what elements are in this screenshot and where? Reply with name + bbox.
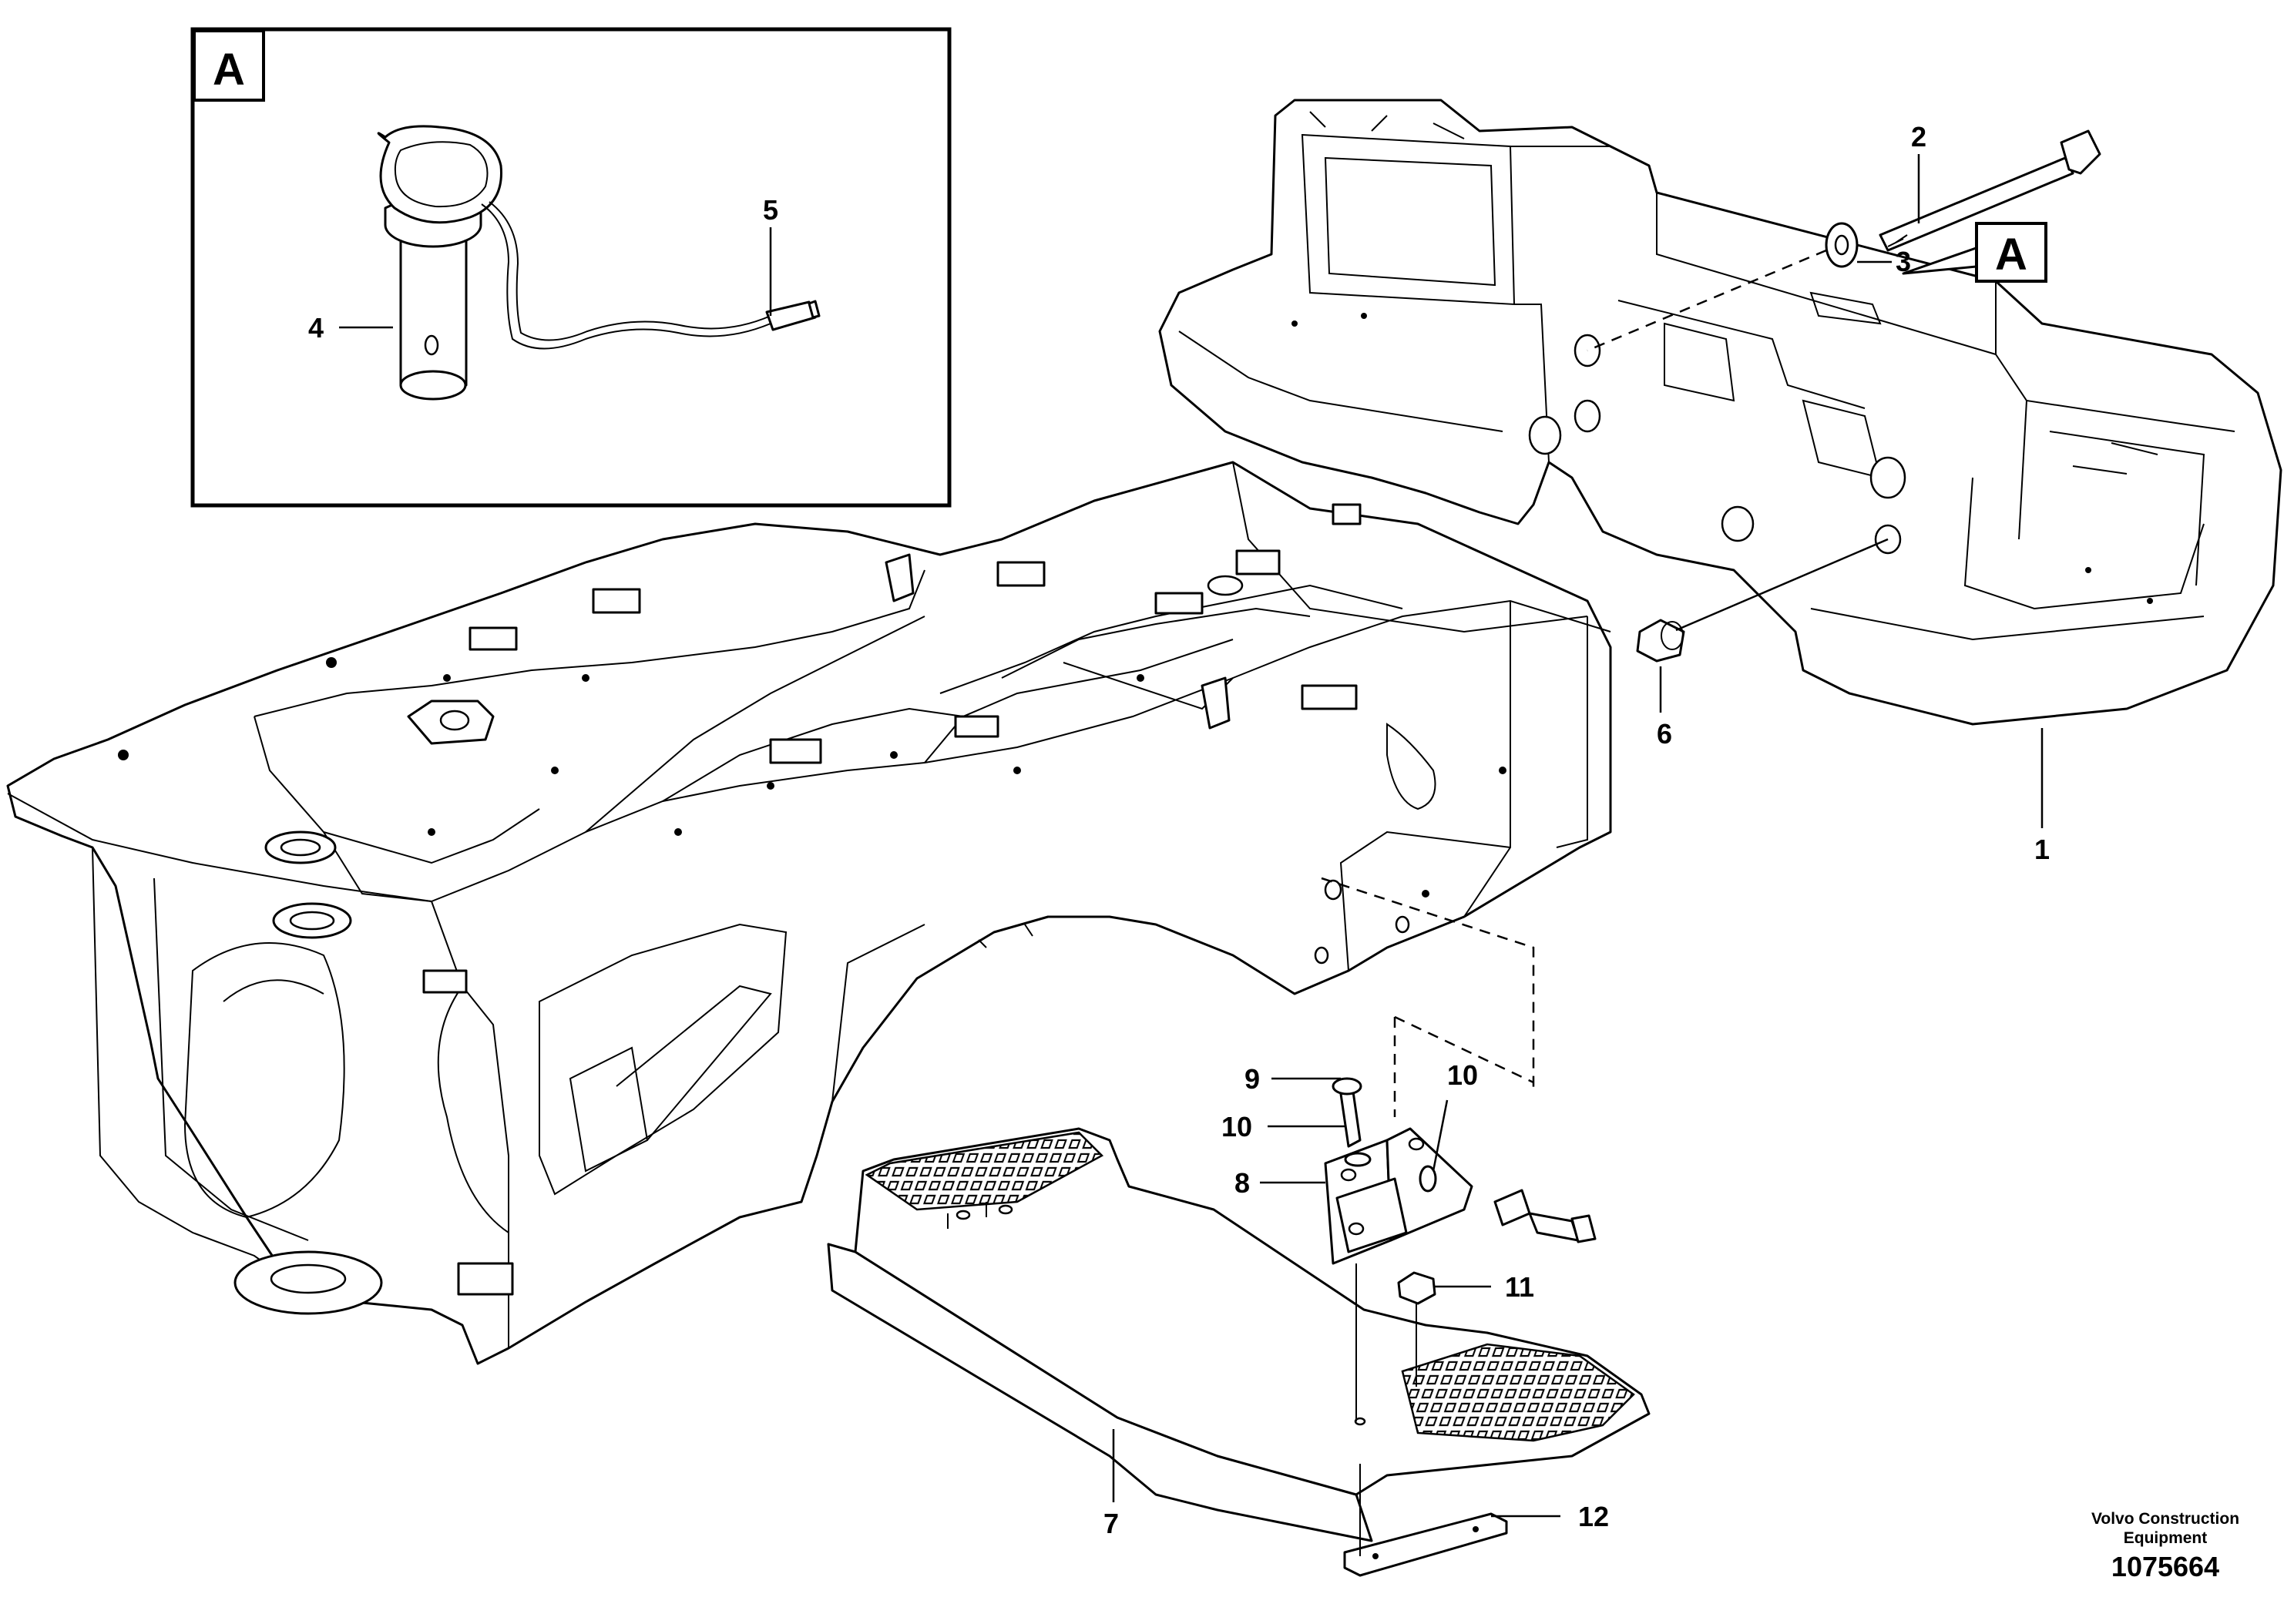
side-bolt-set — [1419, 1165, 1597, 1243]
lock-pin — [377, 125, 502, 401]
spring-pin — [765, 300, 821, 331]
callout-6: 6 — [1657, 718, 1672, 750]
detail-view-a: A 4 5 — [190, 27, 952, 508]
frame — [6, 461, 1612, 1365]
reference-label: A — [1995, 230, 2027, 280]
nut — [1397, 1271, 1436, 1305]
flange-bolt — [1332, 1077, 1362, 1148]
callout-10-upper: 10 — [1221, 1111, 1252, 1143]
plug — [1636, 619, 1685, 663]
callout-3: 3 — [1896, 246, 1911, 277]
washer-upper — [1344, 1152, 1372, 1167]
washer — [1825, 222, 1859, 268]
callout-11: 11 — [1505, 1271, 1534, 1303]
callout-9: 9 — [1244, 1063, 1260, 1095]
callout-10-side: 10 — [1447, 1059, 1478, 1091]
callout-4: 4 — [308, 312, 324, 344]
callout-12: 12 — [1578, 1501, 1609, 1532]
drawing-number: 1075664 — [2111, 1551, 2219, 1582]
callout-8: 8 — [1234, 1167, 1250, 1199]
credit-line-1: Volvo Construction — [2091, 1510, 2239, 1528]
counterweight — [1158, 99, 2282, 726]
callout-2: 2 — [1911, 121, 1926, 153]
credit-line-2: Equipment — [2124, 1529, 2208, 1547]
callout-5: 5 — [763, 194, 778, 226]
callout-7: 7 — [1103, 1508, 1119, 1539]
detail-label: A — [213, 45, 245, 95]
plate — [1343, 1512, 1508, 1577]
callout-1: 1 — [2034, 834, 2050, 865]
chain — [481, 201, 771, 350]
bolt — [1879, 129, 2101, 252]
step — [827, 1127, 1651, 1542]
bracket — [1324, 1127, 1473, 1265]
